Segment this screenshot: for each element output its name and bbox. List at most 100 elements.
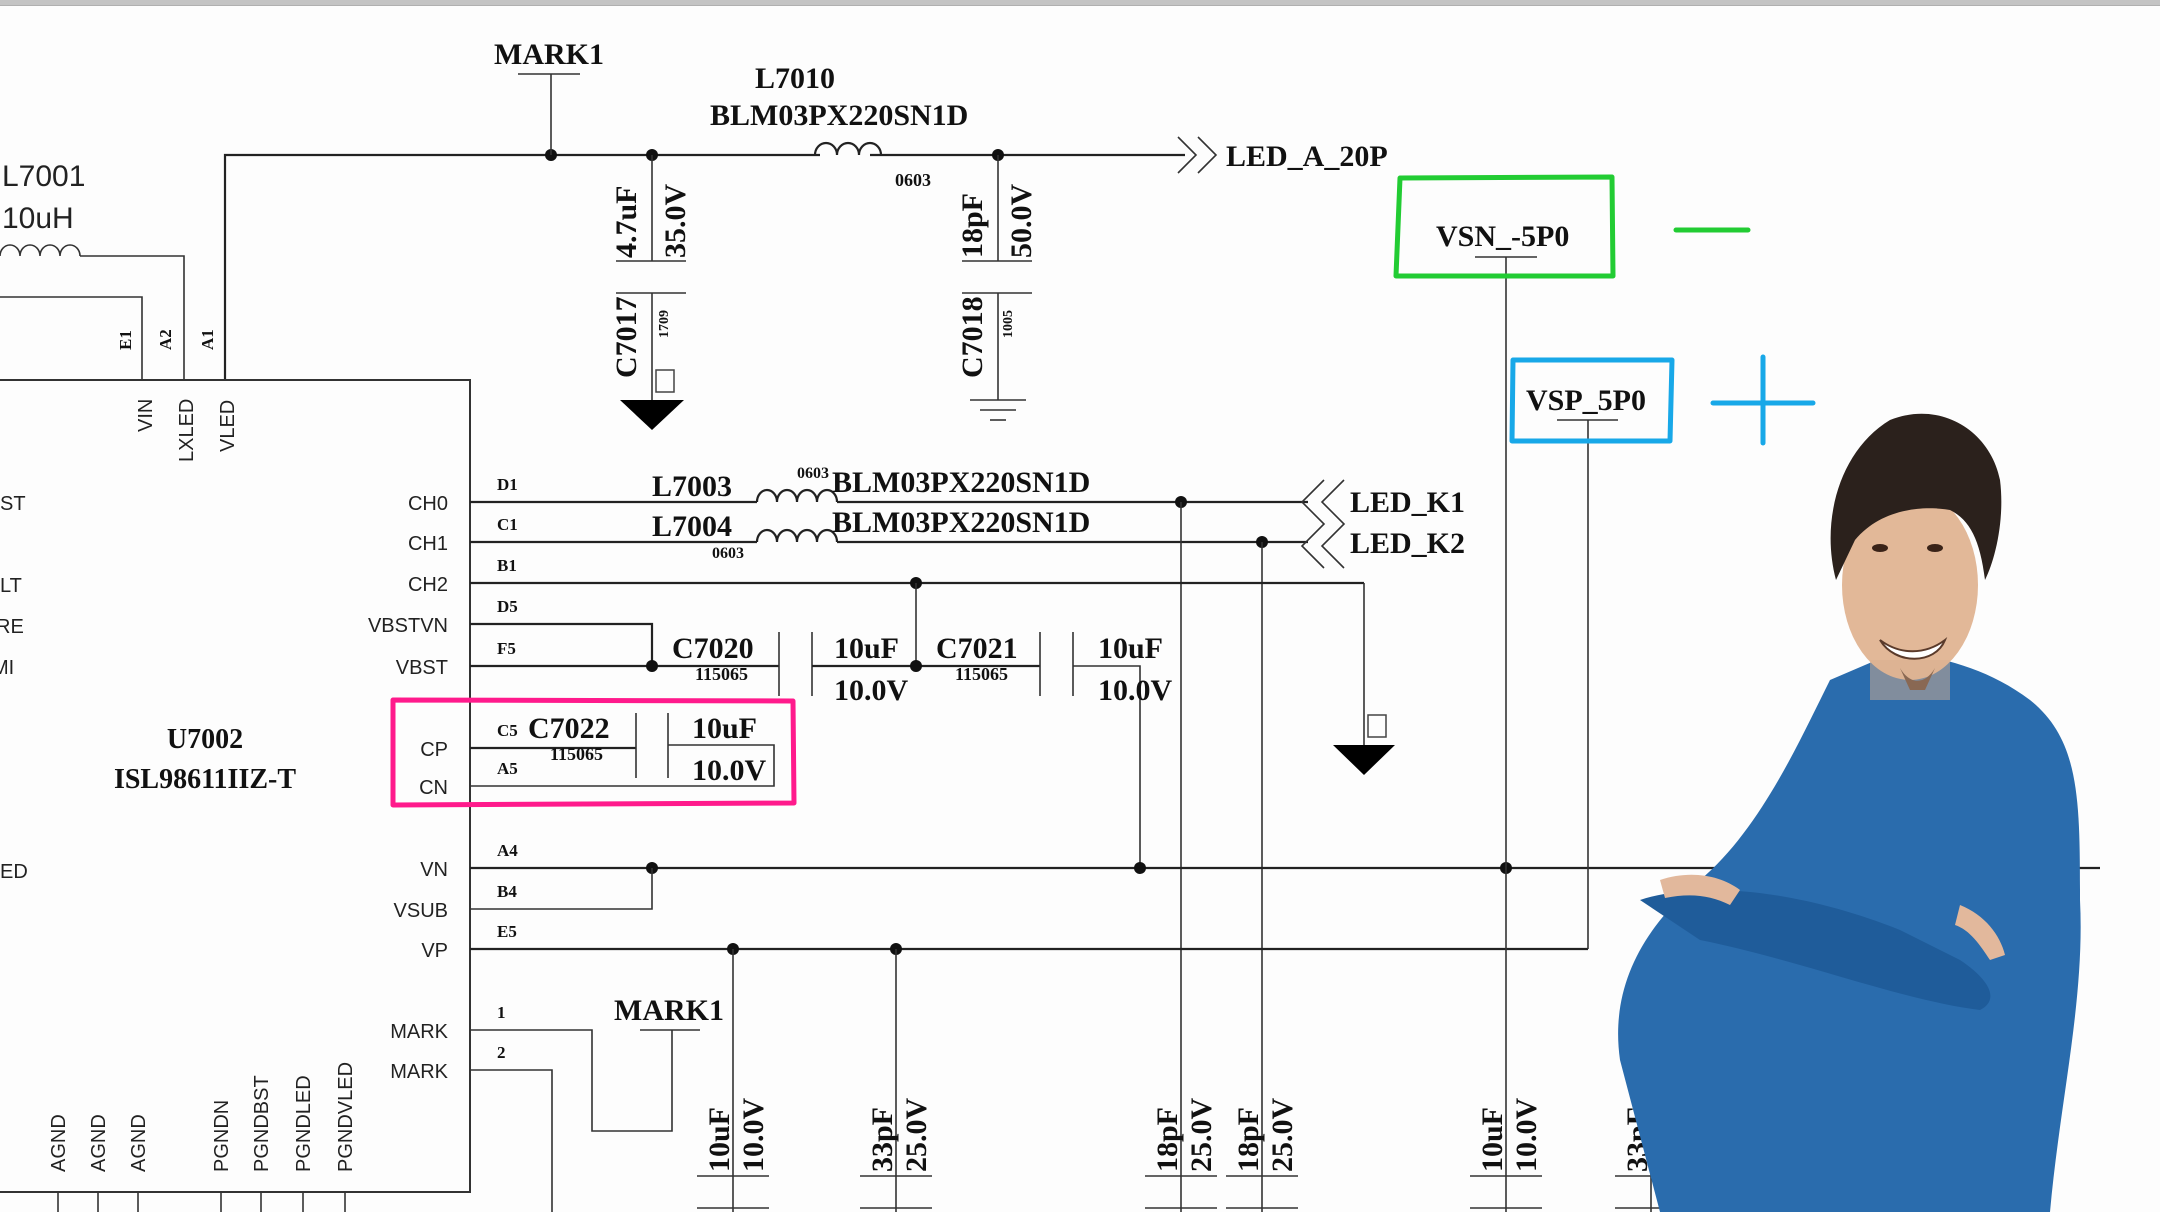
pin-number: A2 (156, 329, 175, 350)
vsp-label: VSP_5P0 (1526, 384, 1646, 417)
left-pin-label: MI (0, 657, 14, 679)
led-a-label: LED_A_20P (1226, 140, 1388, 173)
capacitor-c7018: 18pF 50.0V C7018 1005 (956, 155, 1038, 421)
hair (1830, 413, 2002, 580)
vsn-label: VSN_-5P0 (1436, 220, 1569, 253)
c7017-package: 1709 (657, 310, 672, 338)
pin-label: CN (419, 777, 448, 799)
top-rail (223, 149, 1185, 380)
capacitor-c7017: 4.7uF 35.0V C7017 1709 (610, 155, 692, 430)
cap-voltage: 10.0V (1510, 1098, 1543, 1173)
highlight-box-vsp (1509, 357, 1675, 444)
left-pin-label: ED (0, 861, 28, 883)
c7022-voltage: 10.0V (692, 754, 767, 787)
offpage-arrow-icon (1177, 136, 1198, 174)
l7004-package: 0603 (712, 545, 744, 562)
pin-number: 2 (497, 1043, 506, 1062)
pin-number: A5 (497, 759, 518, 778)
plus-sign-icon (1710, 354, 1816, 446)
pin-label: PGNDLED (293, 1075, 315, 1172)
highlight-box-charge-pump (390, 697, 797, 808)
capacitor-c7021: C7021 115065 10uF 10.0V (936, 632, 1173, 870)
pin-label: CH1 (408, 533, 448, 555)
led-k2-label: LED_K2 (1350, 527, 1465, 560)
c7020-package: 115065 (695, 664, 748, 684)
junction-dot (1134, 862, 1146, 874)
l7001-value: 10uH (2, 202, 74, 235)
c7021-voltage: 10.0V (1098, 674, 1173, 707)
pin-label: MARK (390, 1061, 448, 1083)
coil-icon (755, 528, 839, 543)
pin-label: AGND (128, 1114, 150, 1172)
l7003-package: 0603 (797, 465, 829, 482)
cap-voltage: 25.0V (1266, 1098, 1299, 1173)
c7022-value: 10uF (692, 712, 757, 745)
c7022-ref: C7022 (528, 712, 610, 745)
c7020-value: 10uF (834, 632, 899, 665)
l7010-package: 0603 (895, 170, 931, 190)
led-k1-label: LED_K1 (1350, 486, 1465, 519)
ic-ref: U7002 (167, 724, 243, 755)
pin-number: B4 (497, 882, 517, 901)
coil-icon (755, 488, 839, 503)
pin-label: PGNDN (211, 1100, 233, 1172)
pin-number: E5 (497, 922, 517, 941)
highlight-box-vsn (1393, 174, 1616, 279)
pin-label-vin: VIN (135, 399, 157, 432)
l7004-ref: L7004 (652, 510, 732, 543)
cap-voltage: 25.0V (900, 1098, 933, 1173)
pin-label: VP (421, 940, 448, 962)
pin-number: E1 (116, 330, 135, 350)
coil-icon (813, 141, 883, 156)
c7018-value: 18pF (956, 193, 989, 258)
l7003-ref: L7003 (652, 470, 732, 503)
pin-number: 1 (497, 1003, 506, 1022)
pin-label-vled: VLED (217, 400, 239, 452)
c7021-package: 115065 (955, 664, 1008, 684)
pin-label: VSUB (394, 900, 448, 922)
pin-number: A1 (198, 329, 217, 350)
pin-number: A4 (497, 841, 518, 860)
pin-number: B1 (497, 556, 517, 575)
cap-value: 10uF (1476, 1107, 1509, 1172)
pin-label: AGND (88, 1114, 110, 1172)
left-pin-label: ST (0, 493, 26, 515)
pin-label-lxled: LXLED (176, 399, 198, 462)
c7018-voltage: 50.0V (1005, 184, 1038, 259)
c7017-value: 4.7uF (610, 185, 643, 258)
face (1842, 490, 1978, 680)
viewer-top-bar (0, 0, 2160, 6)
pin-label: VBST (396, 657, 448, 679)
inductor-l7010: L7010 BLM03PX220SN1D 0603 (710, 62, 968, 190)
net-led-k: LED_K1 LED_K2 (1300, 479, 1465, 569)
pin-label: PGNDVLED (335, 1062, 357, 1172)
c7021-value: 10uF (1098, 632, 1163, 665)
pin-label: CP (420, 739, 448, 761)
pin-number: F5 (497, 639, 516, 658)
ground-icon (1333, 745, 1395, 775)
cap-value: 10uF (703, 1107, 736, 1172)
pin-label: MARK (390, 1021, 448, 1043)
pin-number: D5 (497, 597, 518, 616)
capacitor-c7022: C7022 115065 10uF 10.0V (470, 712, 775, 787)
pin-label: VBSTVN (368, 615, 448, 637)
pin-label: VN (420, 859, 448, 881)
capacitor-c7020: C7020 115065 10uF 10.0V (672, 632, 1040, 707)
c7018-package: 1005 (1001, 310, 1016, 338)
l7004-part: BLM03PX220SN1D (832, 506, 1090, 539)
coil-icon (0, 244, 81, 257)
pin-label: CH0 (408, 493, 448, 515)
l7010-ref: L7010 (755, 62, 835, 95)
chassis-ground-icon (970, 399, 1026, 421)
cap-value: 18pF (1232, 1107, 1265, 1172)
l7003-part: BLM03PX220SN1D (832, 466, 1090, 499)
junction-dot (910, 660, 922, 672)
cap-value: 33pF (866, 1107, 899, 1172)
net-vsn: VSN_-5P0 (1393, 174, 1751, 1212)
pin-label: AGND (48, 1114, 70, 1172)
presenter-photo (1618, 413, 2081, 1212)
